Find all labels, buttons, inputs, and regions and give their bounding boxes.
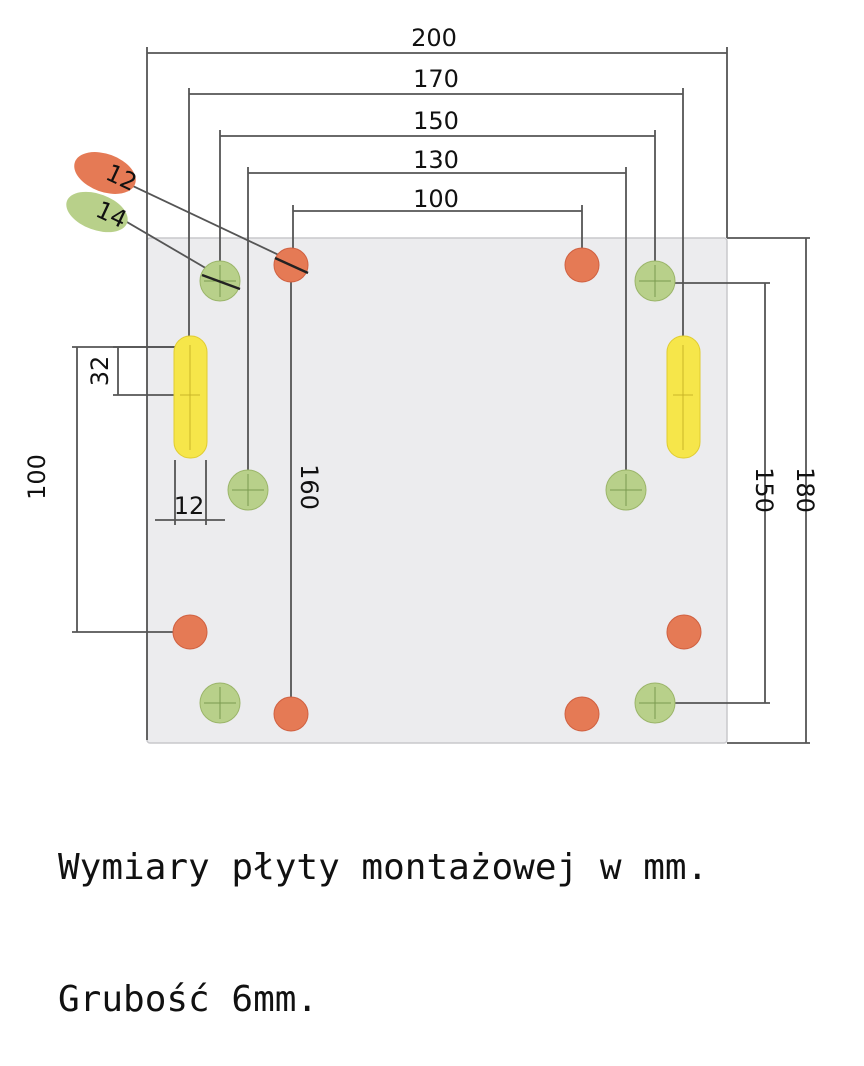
dim-170-label: 170 bbox=[413, 65, 459, 93]
caption-line-thickness: Grubość 6mm. bbox=[58, 979, 319, 1020]
legend-hole-14 bbox=[66, 191, 128, 233]
caption: Wymiary płyty montażowej w mm. Grubość 6… bbox=[58, 758, 708, 1066]
caption-line-dimensions: Wymiary płyty montażowej w mm. bbox=[58, 847, 709, 888]
hole-legend: 12 14 bbox=[66, 152, 141, 234]
dim-200-label: 200 bbox=[411, 24, 457, 52]
hole-12-mid-right bbox=[666, 614, 702, 650]
hole-12-bottom-right bbox=[564, 696, 600, 732]
dim-180-label: 180 bbox=[791, 467, 819, 513]
dim-150-label: 150 bbox=[413, 107, 459, 135]
hole-12-top-right bbox=[564, 247, 600, 283]
mounting-plate-drawing: 200 170 150 130 100 180 150 160 100 32 1… bbox=[23, 24, 819, 744]
dim-12-label: 12 bbox=[174, 492, 205, 520]
dim-100-left-label: 100 bbox=[23, 454, 51, 500]
mounting-slots bbox=[173, 335, 701, 459]
holes-12mm bbox=[172, 247, 702, 732]
dim-150-right-label: 150 bbox=[750, 467, 778, 513]
dim-100-label: 100 bbox=[413, 185, 459, 213]
dimension-lines bbox=[72, 47, 810, 744]
dim-160-label: 160 bbox=[295, 464, 323, 510]
dim-32-label: 32 bbox=[86, 356, 114, 387]
legend-hole-12 bbox=[74, 152, 136, 194]
hole-12-mid-left bbox=[172, 614, 208, 650]
dim-130-label: 130 bbox=[413, 146, 459, 174]
hole-12-bottom-left bbox=[273, 696, 309, 732]
